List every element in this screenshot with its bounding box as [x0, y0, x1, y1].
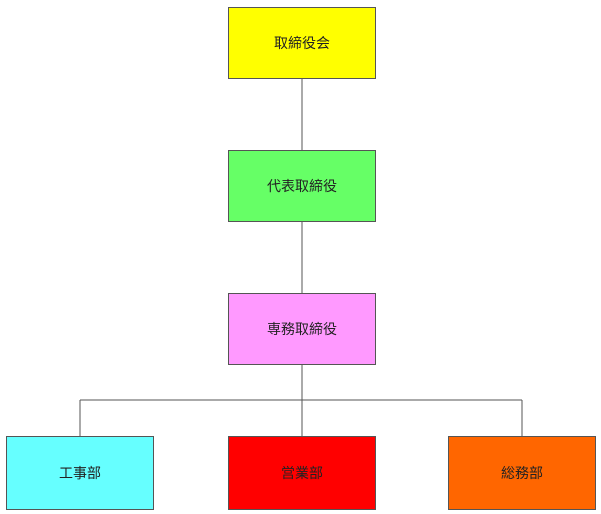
node-general-affairs-department: 総務部 [448, 436, 596, 510]
node-label: 総務部 [501, 466, 543, 482]
node-label: 専務取締役 [267, 322, 337, 338]
node-construction-department: 工事部 [6, 436, 154, 510]
node-label: 取締役会 [274, 36, 330, 52]
node-label: 工事部 [59, 466, 101, 482]
node-label: 営業部 [281, 466, 323, 482]
node-representative-director: 代表取締役 [228, 150, 376, 222]
node-sales-department: 営業部 [228, 436, 376, 510]
node-board-of-directors: 取締役会 [228, 7, 376, 79]
node-label: 代表取締役 [267, 179, 337, 195]
node-senior-managing-director: 専務取締役 [228, 293, 376, 365]
